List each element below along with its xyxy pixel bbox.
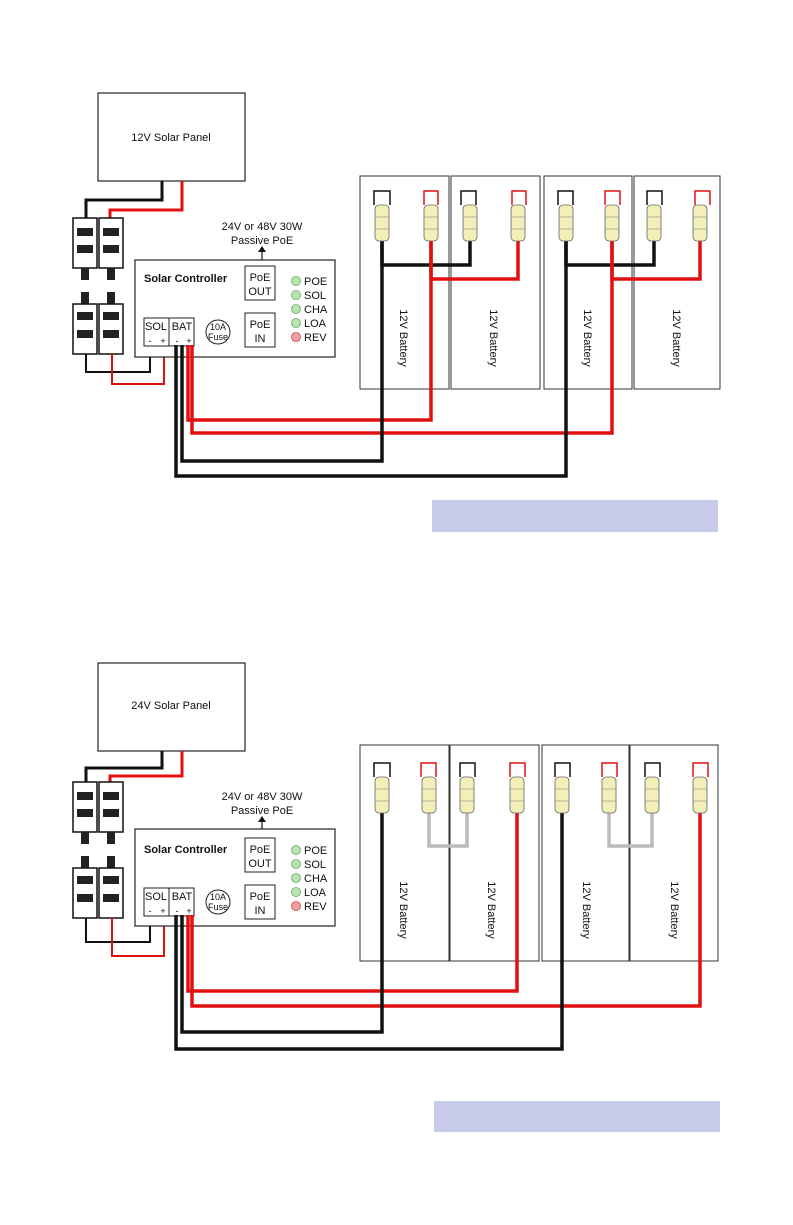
bat-label: BAT bbox=[172, 321, 193, 333]
battery-2-label: 12V Battery bbox=[487, 309, 499, 367]
caption-bar-2 bbox=[434, 1101, 720, 1132]
bat-plus: + bbox=[186, 906, 191, 916]
battery-terminals bbox=[373, 190, 711, 205]
led-sol-label: SOL bbox=[304, 859, 326, 871]
led-loa-label: LOA bbox=[304, 887, 327, 899]
poe-in-port bbox=[244, 312, 276, 348]
fuse-label-2: Fuse bbox=[208, 902, 228, 912]
bat-minus: - bbox=[176, 336, 179, 346]
led-rev-icon bbox=[291, 901, 301, 911]
poe-in-label-1: PoE bbox=[250, 319, 271, 331]
solar-panel-label: 12V Solar Panel bbox=[131, 132, 211, 144]
poe-note-line1: 24V or 48V 30W bbox=[222, 221, 303, 233]
battery-bank: 12V Battery 12V Battery 12V Battery 12V … bbox=[359, 744, 719, 962]
poe-in-label-2: IN bbox=[255, 333, 266, 345]
poe-note-line2: Passive PoE bbox=[231, 805, 293, 817]
led-sol-icon bbox=[291, 859, 301, 869]
battery-wiring bbox=[174, 812, 702, 1051]
battery-terminals bbox=[373, 762, 709, 777]
led-rev-label: REV bbox=[304, 332, 327, 344]
poe-out-label-1: PoE bbox=[250, 844, 271, 856]
led-list: POE SOL CHA LOA REV bbox=[291, 276, 328, 344]
battery-4-label: 12V Battery bbox=[668, 881, 680, 939]
fuse-label-2: Fuse bbox=[208, 332, 228, 342]
mc4-connector-negative-upper bbox=[72, 781, 98, 844]
mc4-connector-positive-upper bbox=[98, 217, 124, 280]
fuse-icon bbox=[205, 319, 231, 345]
battery-1-label: 12V Battery bbox=[397, 881, 409, 939]
solar-panel bbox=[97, 92, 246, 182]
led-poe-label: POE bbox=[304, 276, 327, 288]
solar-panel bbox=[97, 662, 246, 752]
sol-label: SOL bbox=[145, 321, 167, 333]
led-cha-label: CHA bbox=[304, 873, 328, 885]
bat-label: BAT bbox=[172, 891, 193, 903]
caption-bar-1 bbox=[432, 500, 718, 532]
led-sol-label: SOL bbox=[304, 290, 326, 302]
poe-out-label-2: OUT bbox=[248, 286, 272, 298]
led-sol-icon bbox=[291, 290, 301, 300]
poe-note-line2: Passive PoE bbox=[231, 235, 293, 247]
mc4-connector-positive-upper bbox=[98, 781, 124, 844]
led-loa-icon bbox=[291, 318, 301, 328]
fuse-label-1: 10A bbox=[210, 322, 226, 332]
led-list: POE SOL CHA LOA REV bbox=[291, 845, 328, 913]
led-cha-icon bbox=[291, 873, 301, 883]
poe-in-label-2: IN bbox=[255, 905, 266, 917]
terminal-lugs bbox=[374, 776, 708, 814]
mc4-connector-positive-lower bbox=[98, 292, 124, 355]
wiring-diagram-24v: 24V Solar Panel 24V or 48V 30W Passive P… bbox=[72, 662, 719, 1051]
sol-plus: + bbox=[160, 906, 165, 916]
poe-out-port bbox=[244, 265, 276, 301]
sol-minus: - bbox=[149, 336, 152, 346]
led-poe-icon bbox=[291, 845, 301, 855]
led-loa-label: LOA bbox=[304, 318, 327, 330]
mc4-connector-negative-lower bbox=[72, 292, 98, 355]
fuse-label-1: 10A bbox=[210, 892, 226, 902]
poe-out-label-1: PoE bbox=[250, 272, 271, 284]
poe-in-label-1: PoE bbox=[250, 891, 271, 903]
battery-wiring bbox=[174, 240, 702, 478]
fuse-icon bbox=[205, 889, 231, 915]
battery-1-label: 12V Battery bbox=[397, 309, 409, 367]
poe-out-label-2: OUT bbox=[248, 858, 272, 870]
wiring-diagram-12v: 12V Solar Panel 24V or 48V 30W Passive P… bbox=[72, 92, 721, 478]
sol-label: SOL bbox=[145, 891, 167, 903]
battery-4-label: 12V Battery bbox=[670, 309, 682, 367]
mc4-connector-negative-lower bbox=[72, 856, 98, 919]
controller-title: Solar Controller bbox=[144, 273, 228, 285]
controller-title: Solar Controller bbox=[144, 844, 228, 856]
mc4-connector-negative-upper bbox=[72, 217, 98, 280]
terminal-lugs bbox=[374, 204, 708, 242]
sol-minus: - bbox=[149, 906, 152, 916]
led-rev-label: REV bbox=[304, 901, 327, 913]
bat-plus: + bbox=[186, 336, 191, 346]
poe-in-port bbox=[244, 884, 276, 920]
led-poe-label: POE bbox=[304, 845, 327, 857]
sol-plus: + bbox=[160, 336, 165, 346]
led-cha-icon bbox=[291, 304, 301, 314]
led-loa-icon bbox=[291, 887, 301, 897]
led-rev-icon bbox=[291, 332, 301, 342]
battery-2-label: 12V Battery bbox=[485, 881, 497, 939]
mc4-connector-positive-lower bbox=[98, 856, 124, 919]
solar-panel-label: 24V Solar Panel bbox=[131, 700, 211, 712]
poe-note-line1: 24V or 48V 30W bbox=[222, 791, 303, 803]
battery-3-label: 12V Battery bbox=[581, 309, 593, 367]
battery-3-label: 12V Battery bbox=[580, 881, 592, 939]
poe-out-port bbox=[244, 837, 276, 873]
battery-bank: 12V Battery 12V Battery 12V Battery 12V … bbox=[359, 175, 721, 390]
led-cha-label: CHA bbox=[304, 304, 328, 316]
bat-minus: - bbox=[176, 906, 179, 916]
led-poe-icon bbox=[291, 276, 301, 286]
